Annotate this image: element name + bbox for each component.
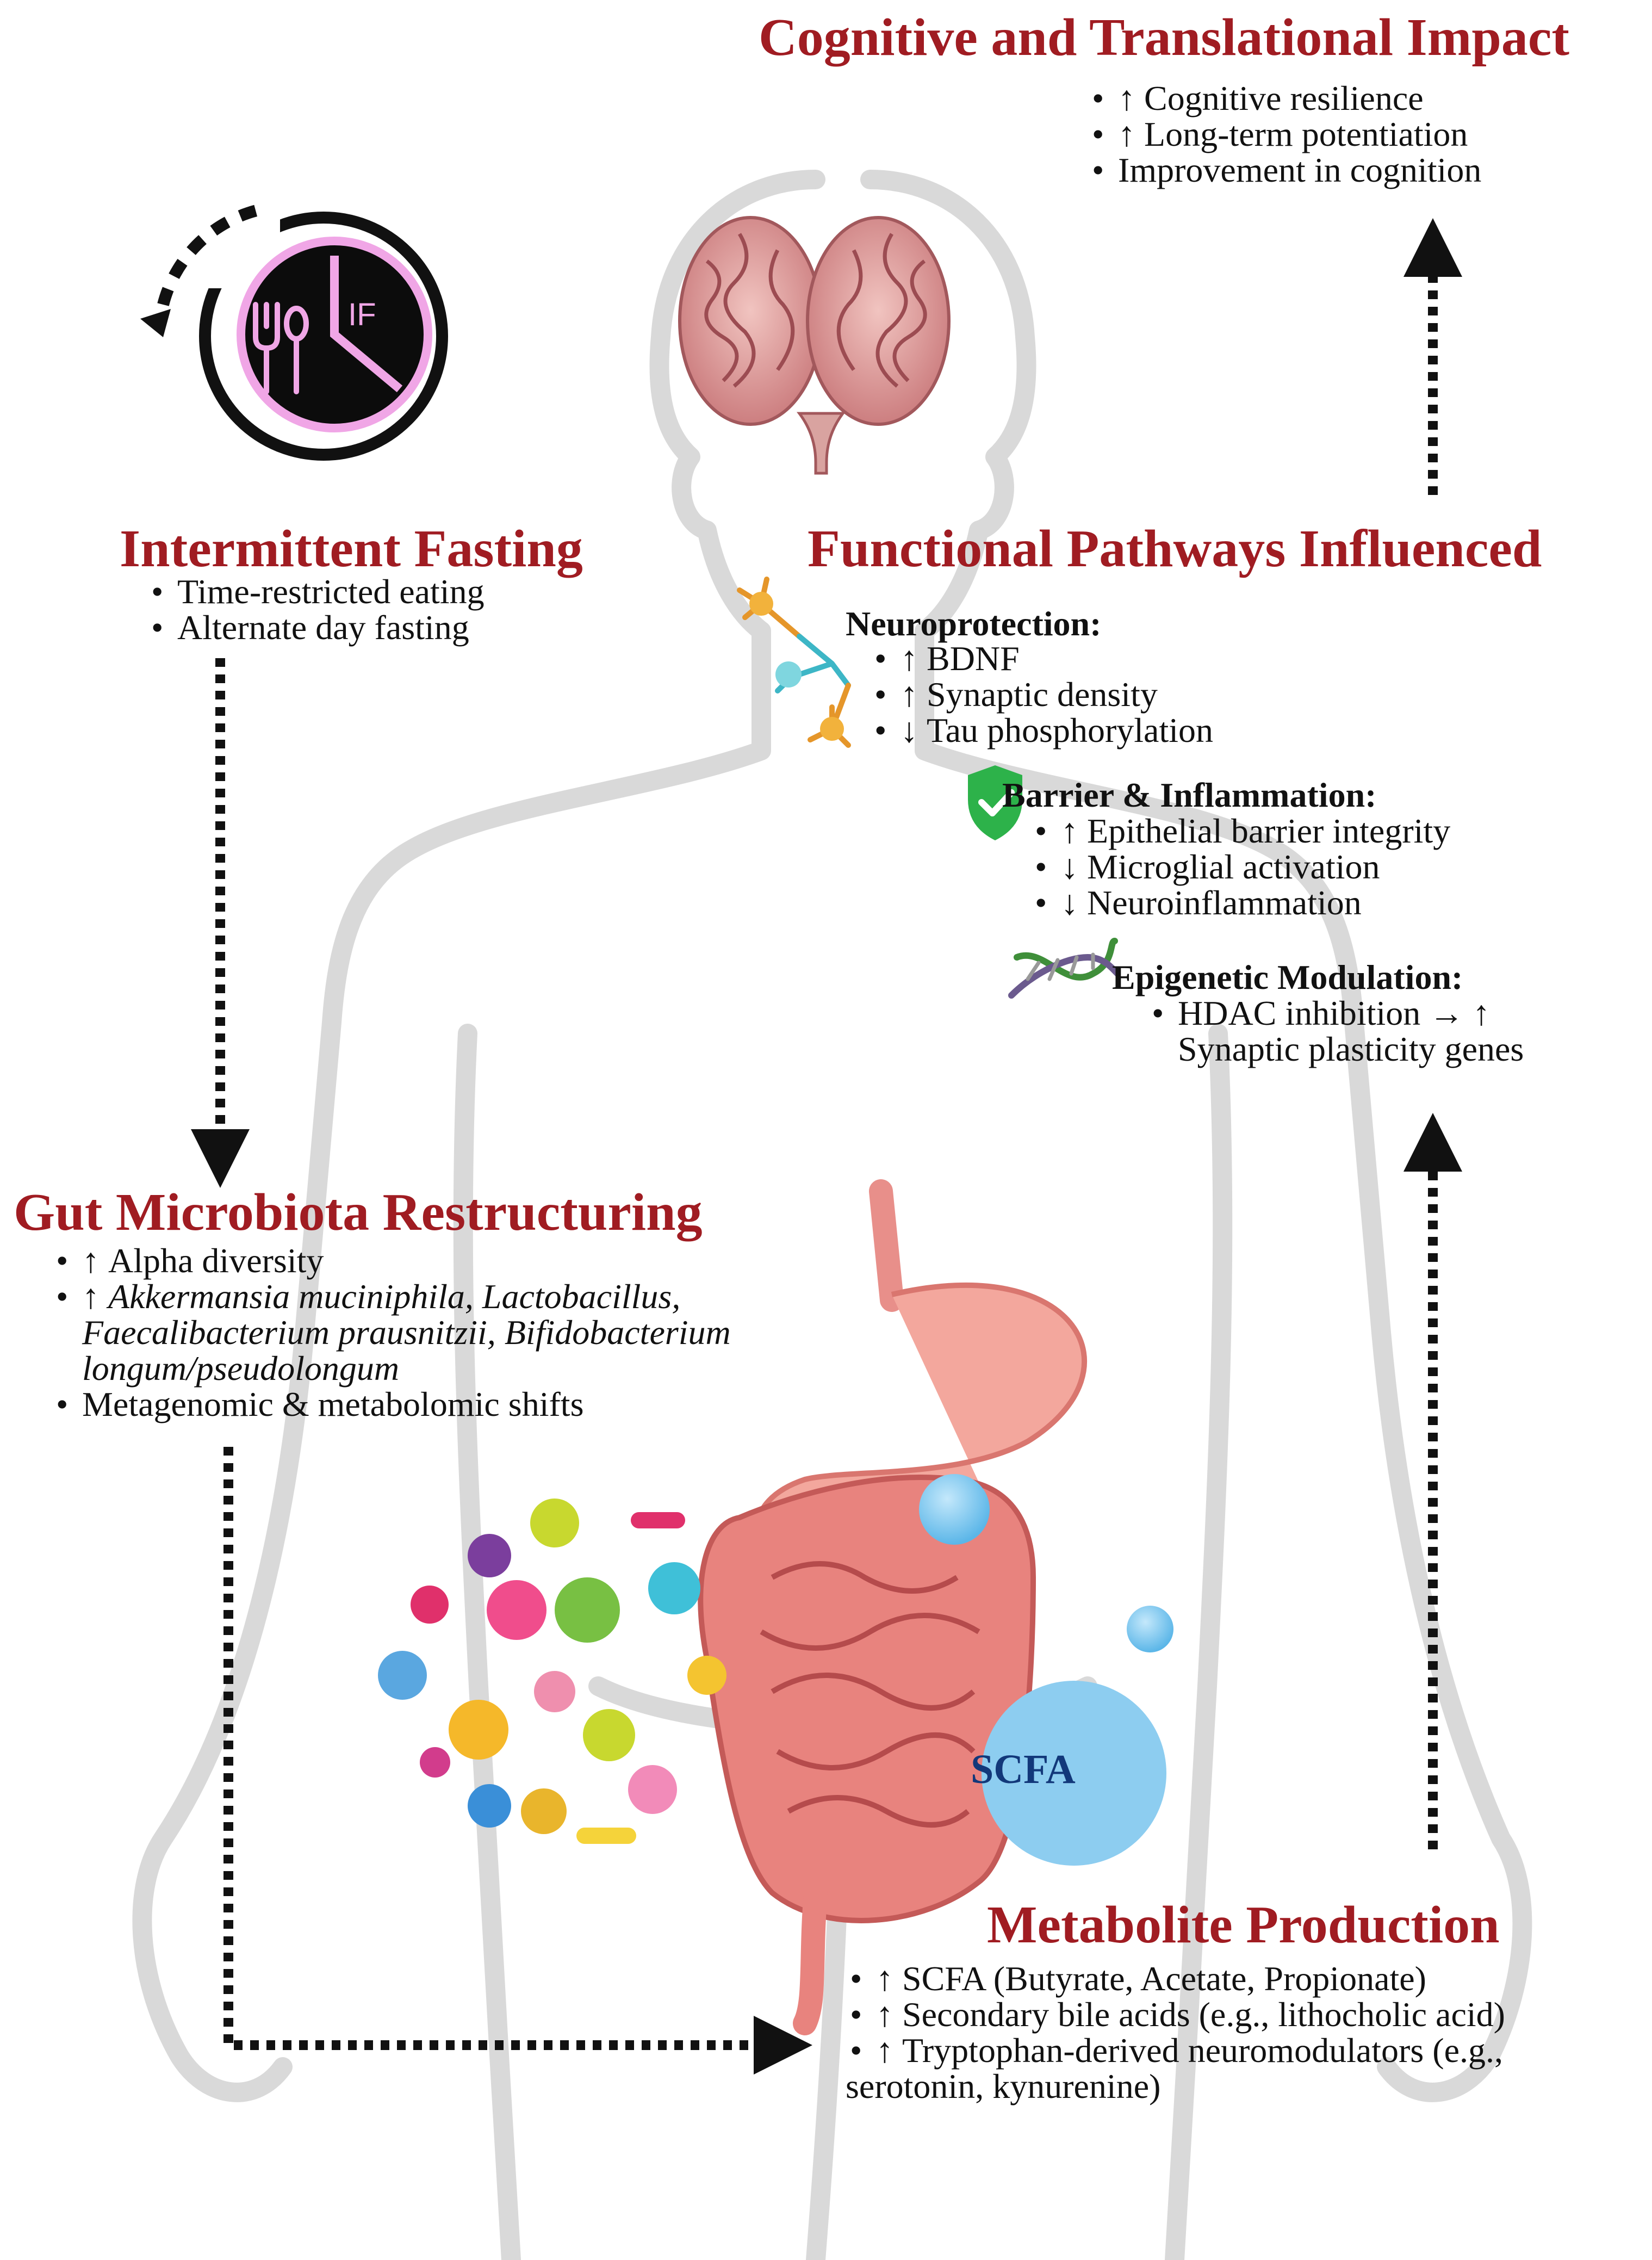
digestive-system-illustration <box>698 1179 1088 2035</box>
list-item: ↑Synaptic density <box>870 677 1213 713</box>
scfa-bubble-label: SCFA <box>971 1747 1076 1792</box>
cognitive-impact-list: ↑Cognitive resilience ↑Long-term potenti… <box>1088 81 1481 189</box>
list-item: Time-restricted eating <box>147 574 485 610</box>
barrier-inflammation-label: Barrier & Inflammation: <box>1002 776 1377 814</box>
barrier-inflammation-list: ↑Epithelial barrier integrity ↓Microglia… <box>1030 813 1450 921</box>
neuroprotection-label: Neuroprotection: <box>846 604 1102 643</box>
list-item: ↓Microglial activation <box>1030 849 1450 886</box>
metabolite-production-title: Metabolite Production <box>987 1896 1500 1954</box>
intermittent-fasting-icon <box>139 179 448 461</box>
list-item: Improvement in cognition <box>1088 152 1481 189</box>
list-item: HDAC inhibition → ↑Synaptic plasticity g… <box>1147 995 1524 1067</box>
intermittent-fasting-list: Time-restricted eating Alternate day fas… <box>147 574 485 646</box>
list-item: ↑Long-term potentiation <box>1088 116 1481 153</box>
functional-pathways-title: Functional Pathways Influenced <box>808 519 1542 578</box>
list-item: ↑Alpha diversity <box>52 1243 731 1279</box>
list-item: Alternate day fasting <box>147 610 485 646</box>
list-item: ↑BDNF <box>870 641 1213 677</box>
neuroprotection-list: ↑BDNF ↑Synaptic density ↓Tau phosphoryla… <box>870 641 1213 749</box>
list-item: ↑Cognitive resilience <box>1088 81 1481 117</box>
scfa-bubbles <box>919 1474 1173 1866</box>
flow-arrows <box>191 218 1462 2075</box>
list-item: ↑Epithelial barrier integrity <box>1030 813 1450 850</box>
gut-microbiota-title: Gut Microbiota Restructuring <box>14 1183 703 1242</box>
list-item: ↓Tau phosphorylation <box>870 713 1213 749</box>
list-item: ↑Secondary bile acids (e.g., lithocholic… <box>846 1997 1505 2033</box>
intermittent-fasting-title: Intermittent Fasting <box>120 519 583 578</box>
list-item: ↓Neuroinflammation <box>1030 885 1450 921</box>
neuron-icon <box>737 577 851 748</box>
if-icon-label: IF <box>348 297 376 332</box>
list-item: ↑Tryptophan-derived neuromodulators (e.g… <box>846 2033 1505 2104</box>
epigenetic-modulation-list: HDAC inhibition → ↑Synaptic plasticity g… <box>1147 995 1524 1067</box>
arrow-gut-to-metabolite <box>223 1447 812 2075</box>
metabolite-production-list: ↑SCFA (Butyrate, Acetate, Propionate) ↑S… <box>846 1961 1505 2104</box>
list-item: ↑Akkermansia muciniphila, Lactobacillus,… <box>52 1279 731 1386</box>
list-item: Metagenomic & metabolomic shifts <box>52 1386 731 1423</box>
cognitive-impact-title: Cognitive and Translational Impact <box>759 8 1570 67</box>
brain-illustration <box>678 216 951 475</box>
shield-icon <box>968 765 1022 840</box>
gut-microbiota-list: ↑Alpha diversity ↑Akkermansia muciniphil… <box>52 1243 731 1423</box>
microbes-cluster <box>378 1499 726 1844</box>
epigenetic-modulation-label: Epigenetic Modulation: <box>1112 958 1463 996</box>
dna-icon <box>1008 938 1121 999</box>
list-item: ↑SCFA (Butyrate, Acetate, Propionate) <box>846 1961 1505 1997</box>
